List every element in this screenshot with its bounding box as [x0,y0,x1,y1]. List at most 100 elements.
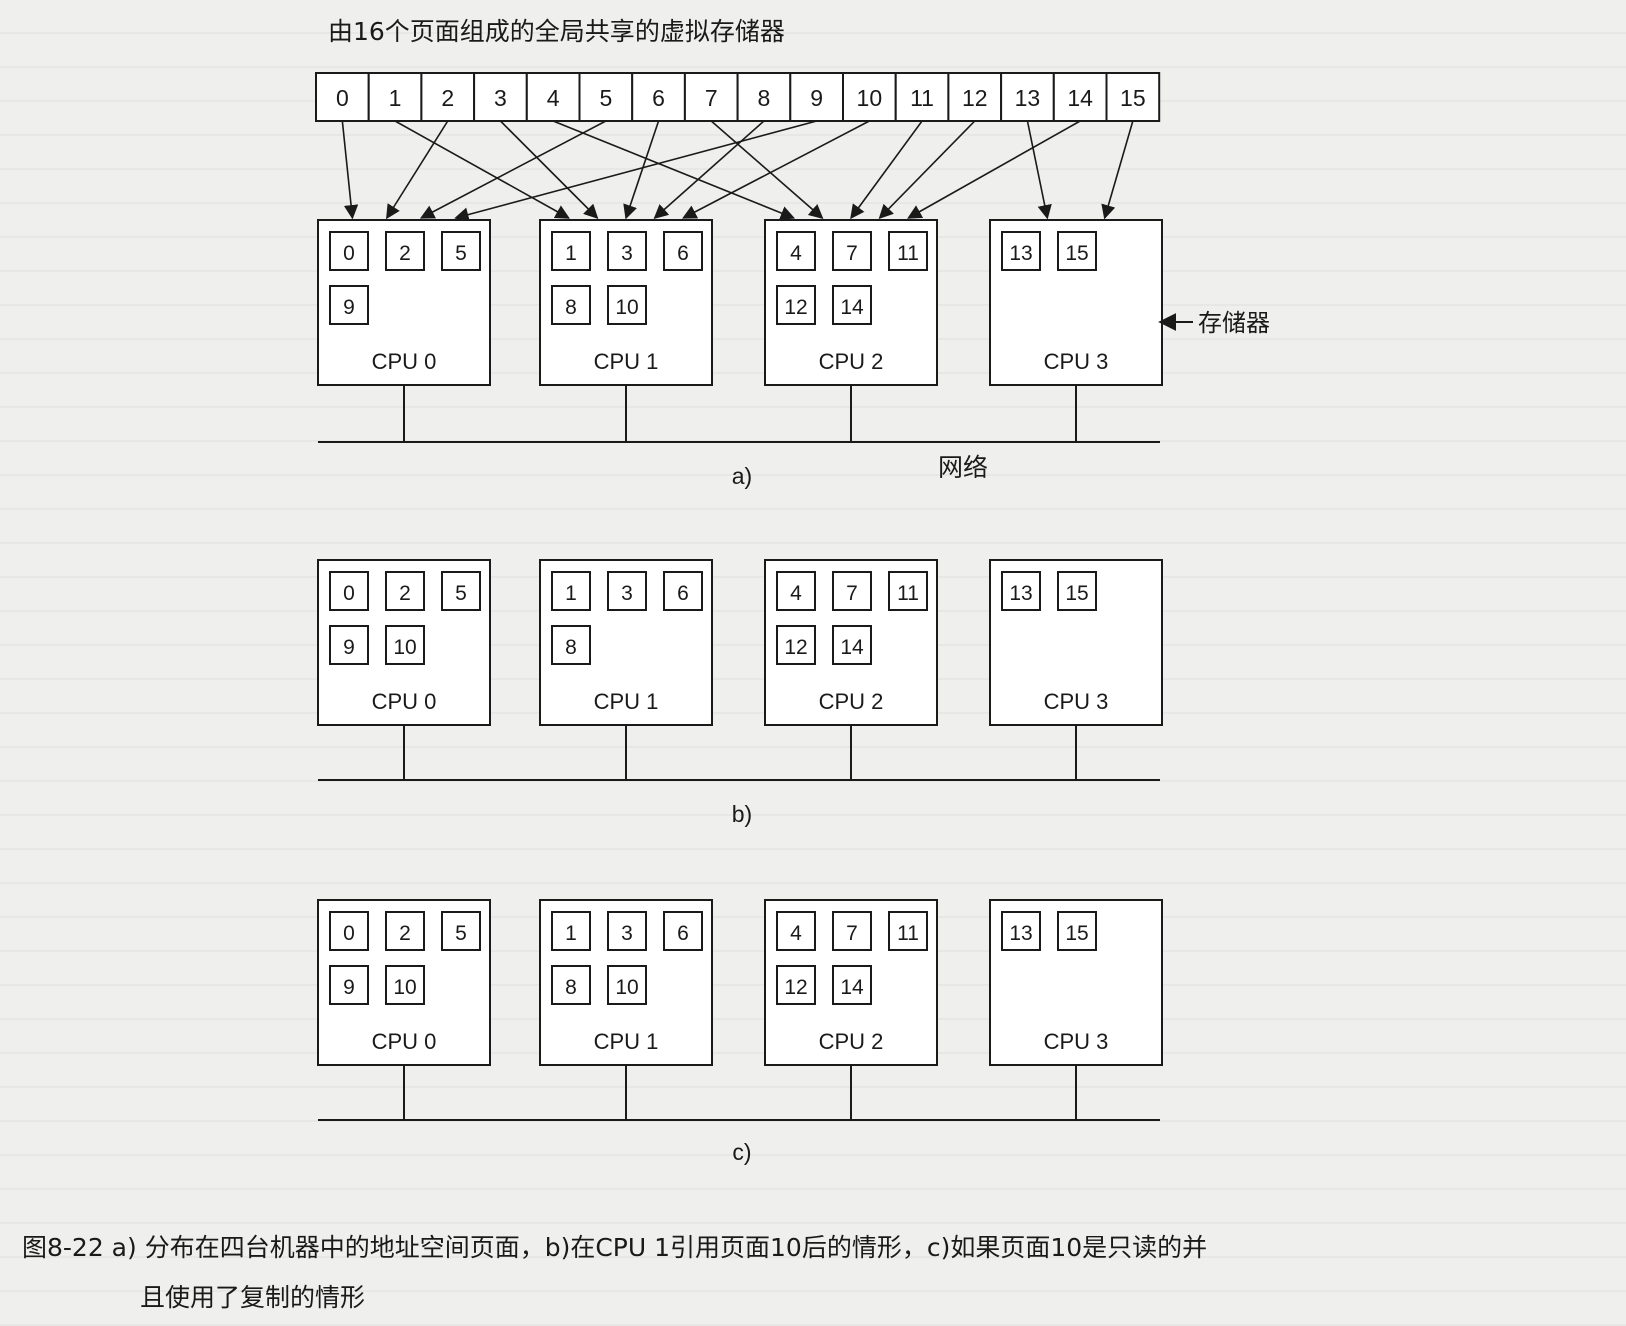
local-page-number: 3 [621,582,633,605]
local-page-number: 12 [784,976,807,999]
page-cell: 1 [367,72,423,122]
page-mapping-arrow [907,120,1081,219]
local-page: 1 [551,911,591,951]
page-mapping-arrow [1101,120,1134,220]
local-page-number: 9 [343,636,355,659]
local-page: 11 [888,911,928,951]
cpu-name: CPU 1 [594,689,659,714]
page-mapping-arrow [386,120,449,220]
local-page-number: 5 [455,582,467,605]
cpu-name: CPU 2 [819,349,884,374]
local-page-number: 15 [1065,922,1088,945]
page-cell: 15 [1105,72,1161,122]
page-cell: 3 [473,72,528,122]
memory-annotation: 存储器 [1158,309,1270,337]
local-page: 0 [329,571,369,611]
local-page: 9 [329,285,369,325]
local-page-number: 10 [615,296,638,319]
local-page-number: 1 [565,922,577,945]
local-page-number: 14 [840,636,864,659]
local-page-number: 6 [677,922,689,945]
local-page-number: 13 [1009,582,1032,605]
local-page-number: 14 [840,976,864,999]
local-page-number: 5 [455,922,467,945]
local-page: 11 [888,231,928,271]
local-page-number: 4 [790,242,802,265]
cpu-name: CPU 2 [819,689,884,714]
local-page: 9 [329,625,369,665]
local-page-number: 10 [615,976,638,999]
page-number: 7 [705,85,718,111]
local-page-number: 4 [790,582,802,605]
local-page-number: 12 [784,636,807,659]
page-cell: 13 [1000,72,1055,122]
local-page-number: 1 [565,582,577,605]
page-number: 9 [810,85,823,111]
local-page-number: 8 [565,296,577,319]
local-page: 2 [385,571,425,611]
page-mapping-arrow [1026,120,1052,220]
local-page-number: 10 [393,976,416,999]
local-page: 3 [607,231,647,271]
local-page: 15 [1057,231,1097,271]
page-mapping-arrow [878,120,976,220]
local-page: 8 [551,965,591,1005]
local-page-number: 11 [897,582,919,605]
local-page-number: 6 [677,582,689,605]
local-page: 12 [776,965,816,1005]
page-number: 0 [336,85,349,111]
local-page-number: 9 [343,296,355,319]
page-mapping-arrow [394,120,570,219]
local-page-number: 3 [621,242,633,265]
local-page: 13 [1001,911,1041,951]
local-page: 5 [441,571,481,611]
local-page: 4 [776,571,816,611]
local-page-number: 2 [399,242,411,265]
cpu-name: CPU 1 [594,1029,659,1054]
local-page: 12 [776,285,816,325]
memory-label: 存储器 [1198,309,1270,337]
page-number: 10 [857,85,883,111]
cpu-name: CPU 1 [594,349,659,374]
page-number: 3 [494,85,507,111]
local-page: 5 [441,231,481,271]
page-mapping-arrow [710,120,824,219]
page-cell: 10 [842,72,897,122]
local-page: 5 [441,911,481,951]
local-page: 8 [551,285,591,325]
local-page-number: 14 [840,296,864,319]
local-page: 10 [607,285,647,325]
page-number: 8 [758,85,771,111]
local-page-number: 7 [846,922,858,945]
panel-label: c) [732,1139,751,1165]
local-page-number: 13 [1009,242,1032,265]
local-page-number: 15 [1065,242,1088,265]
page-mapping-arrow [682,120,870,219]
page-number: 1 [389,85,402,111]
local-page: 12 [776,625,816,665]
page-mapping-arrow [850,120,923,220]
local-page-number: 13 [1009,922,1032,945]
panel-label: b) [732,801,752,827]
page-mapping-arrows [341,120,1134,222]
local-page: 4 [776,911,816,951]
local-page: 9 [329,965,369,1005]
page-mapping-arrow [341,120,359,220]
local-page: 15 [1057,911,1097,951]
page-cell: 8 [736,72,792,122]
cpu-name: CPU 0 [372,689,437,714]
page-number: 2 [441,85,454,111]
page-number: 5 [599,85,612,111]
page-cell: 2 [420,72,476,122]
